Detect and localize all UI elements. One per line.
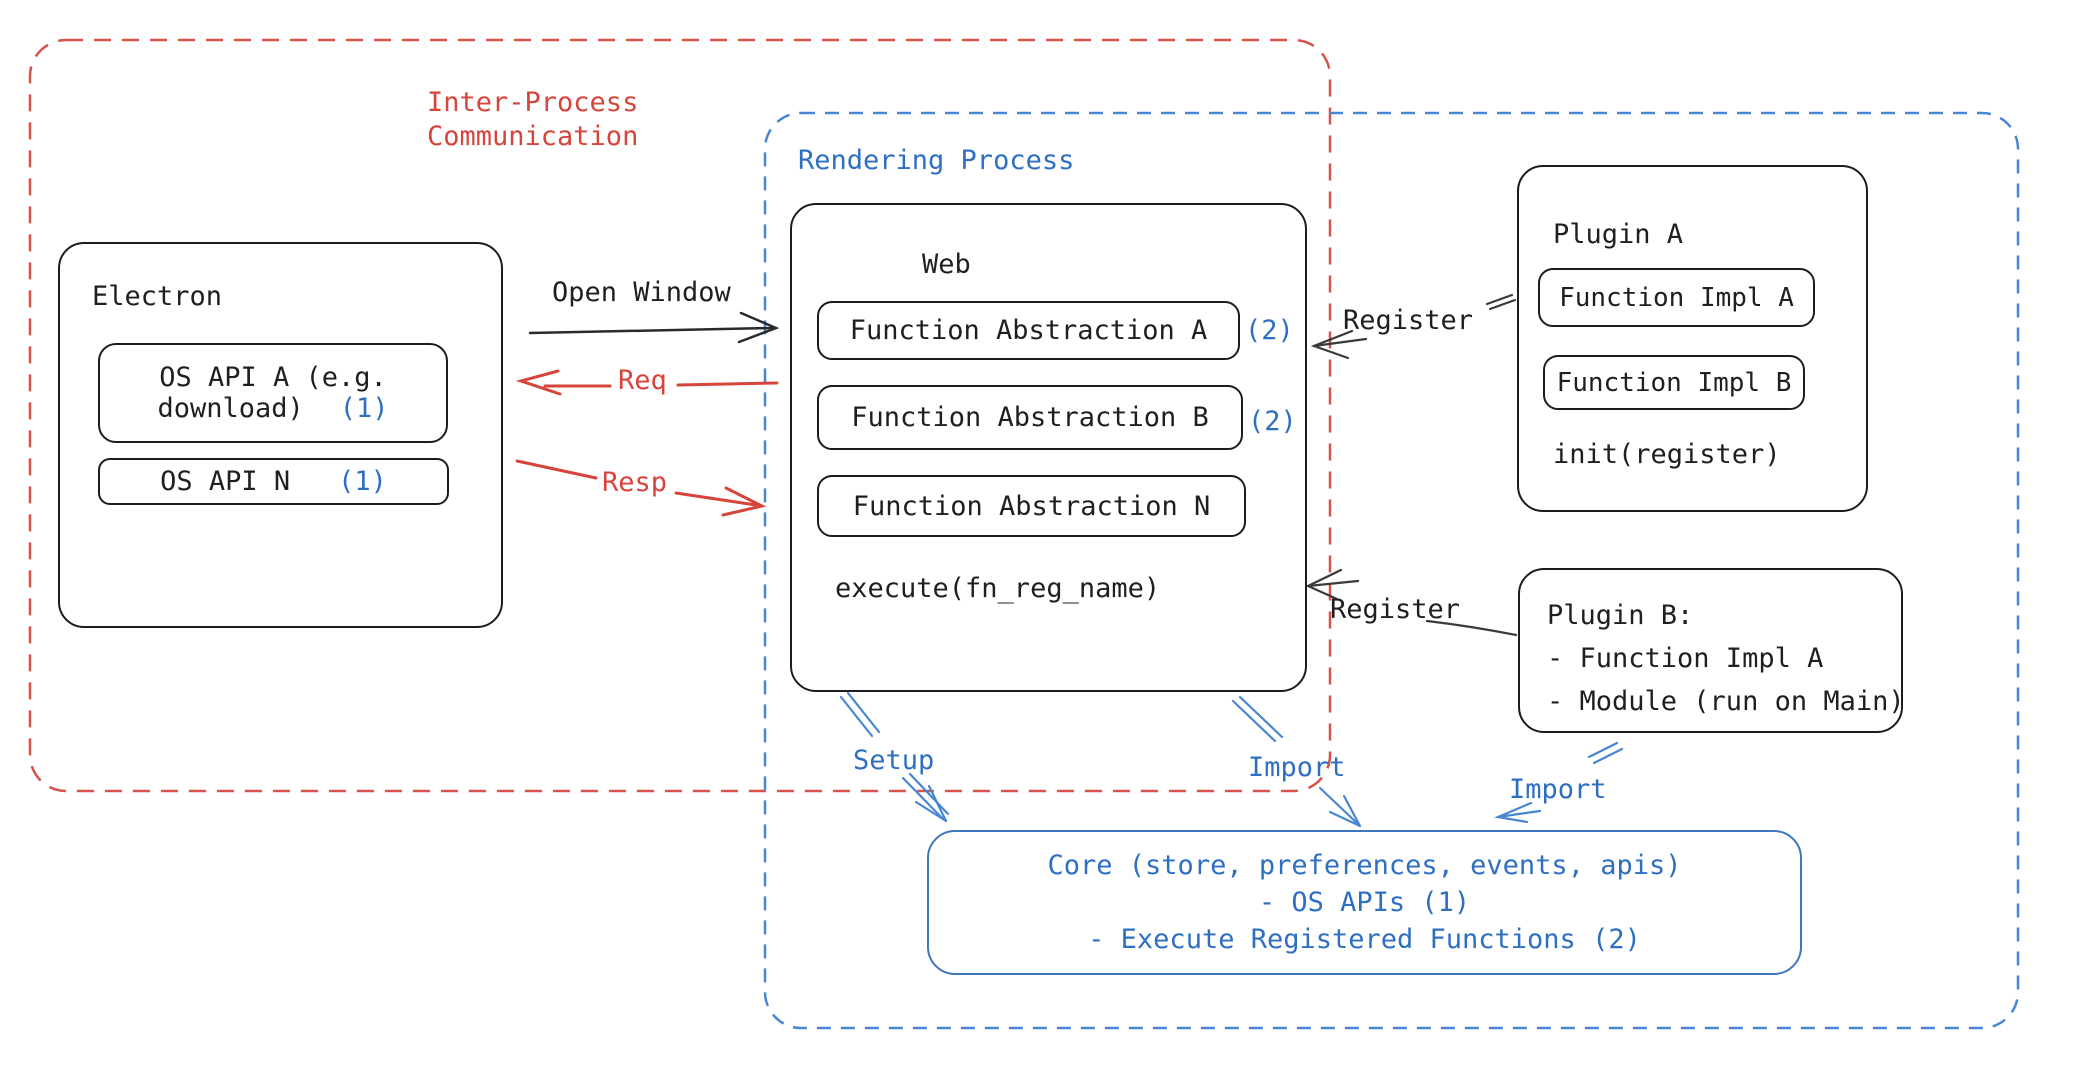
ipc-group-label: Inter-Process Communication xyxy=(427,87,639,152)
register-bottom-arrow xyxy=(1305,568,1518,637)
function-abstraction-a-box: Function Abstraction A xyxy=(817,301,1240,360)
os-api-a-line2: download) xyxy=(157,393,304,424)
plugin-a-title: Plugin A xyxy=(1553,219,1684,250)
setup-label: Setup xyxy=(853,745,935,776)
os-api-a-box: OS API A (e.g. download) (1) xyxy=(98,343,448,443)
function-abstraction-a-label: Function Abstraction A xyxy=(849,315,1208,346)
import-plugin-arrow xyxy=(1494,741,1624,824)
resp-label: Resp xyxy=(602,467,668,498)
execute-label: execute(fn_reg_name) xyxy=(835,573,1161,604)
open-window-label: Open Window xyxy=(552,277,731,308)
core-line-3: - Execute Registered Functions (2) xyxy=(1088,924,1641,955)
import-web-arrow xyxy=(1231,695,1362,828)
function-impl-a-box: Function Impl A xyxy=(1538,268,1815,327)
plugin-b-title: Plugin B: xyxy=(1547,600,1694,631)
os-api-a-badge: (1) xyxy=(339,393,389,424)
function-impl-b-label: Function Impl B xyxy=(1556,367,1792,398)
plugin-b-line-1: - Function Impl A xyxy=(1547,643,1824,674)
register-top-arrow xyxy=(1310,293,1517,360)
web-title: Web xyxy=(922,249,971,280)
ipc-dashed-border xyxy=(28,38,1332,793)
import-web-label: Import xyxy=(1248,752,1346,783)
rendering-dashed-border xyxy=(763,111,2020,1030)
electron-title: Electron xyxy=(92,281,223,312)
os-api-a-line1: OS API A (e.g. xyxy=(159,362,387,393)
setup-arrow xyxy=(839,691,950,823)
resp-arrow xyxy=(515,459,767,517)
function-impl-a-label: Function Impl A xyxy=(1559,282,1794,313)
open-window-arrow xyxy=(528,311,780,344)
function-abstraction-n-label: Function Abstraction N xyxy=(852,490,1211,522)
plugin-a-box xyxy=(1517,165,1868,512)
plugin-b-box xyxy=(1518,568,1903,733)
os-api-n-badge: (1) xyxy=(338,466,387,497)
req-arrow xyxy=(515,369,779,396)
core-line-1: Core (store, preferences, events, apis) xyxy=(1047,850,1682,881)
function-abstraction-n-box: Function Abstraction N xyxy=(817,475,1246,537)
function-abstraction-a-badge: (2) xyxy=(1245,315,1294,346)
function-abstraction-b-badge: (2) xyxy=(1248,406,1297,437)
function-impl-b-box: Function Impl B xyxy=(1543,355,1805,410)
rendering-group-label: Rendering Process xyxy=(798,145,1075,176)
register-top-label: Register xyxy=(1343,305,1474,336)
req-label: Req xyxy=(618,365,667,396)
function-abstraction-b-box: Function Abstraction B xyxy=(817,385,1243,450)
os-api-n-label: OS API N xyxy=(160,466,291,497)
core-box: Core (store, preferences, events, apis) … xyxy=(927,830,1802,975)
register-bottom-label: Register xyxy=(1330,594,1461,625)
function-abstraction-b-label: Function Abstraction B xyxy=(851,402,1209,433)
plugin-b-line-2: - Module (run on Main) xyxy=(1547,686,1905,717)
core-line-2: - OS APIs (1) xyxy=(1258,887,1471,918)
import-plugin-label: Import xyxy=(1509,774,1607,805)
os-api-n-box: OS API N (1) xyxy=(98,458,449,505)
init-register-label: init(register) xyxy=(1553,439,1781,470)
